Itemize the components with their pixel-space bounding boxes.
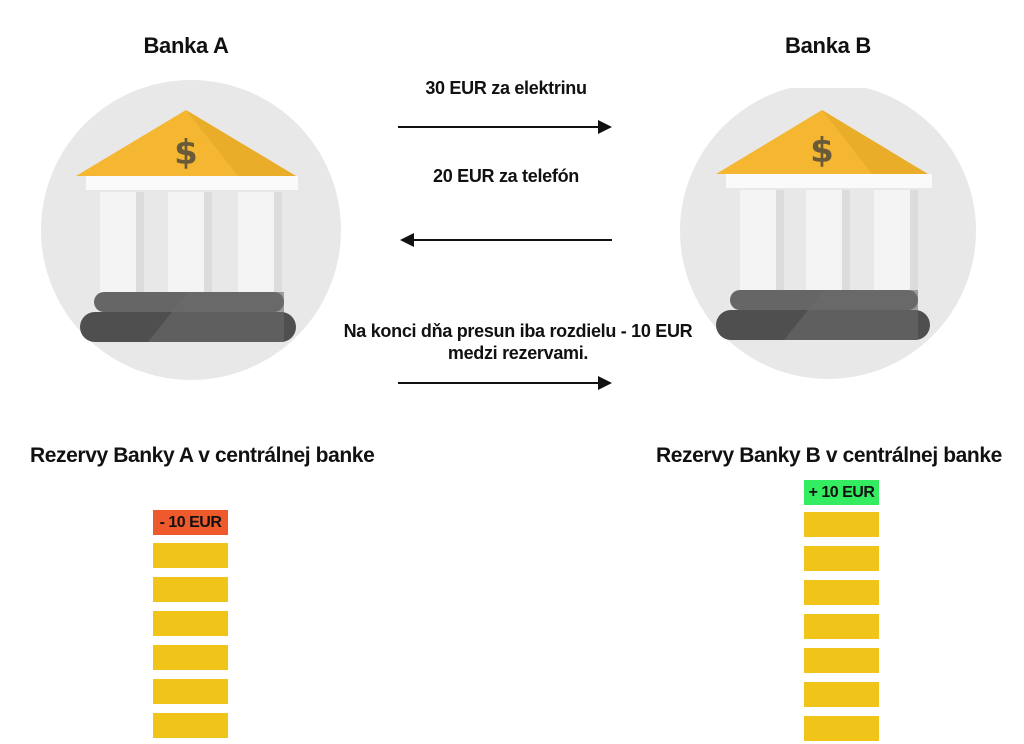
reserves-a-badge: - 10 EUR <box>153 510 228 535</box>
arrow-left-middle <box>400 233 612 247</box>
flow-top-label: 30 EUR za elektrinu <box>425 78 587 98</box>
bank-b-dollar-symbol: $ <box>810 131 834 171</box>
bank-a-dollar-symbol: $ <box>174 133 198 173</box>
settlement-note-line1: Na konci dňa presun iba rozdielu - 10 EU… <box>343 321 693 341</box>
reserve-block <box>153 679 228 704</box>
reserve-block <box>804 614 879 639</box>
reserves-a-stack: - 10 EUR <box>153 510 228 738</box>
bank-a-title: Banka A <box>143 33 229 58</box>
reserve-block <box>153 543 228 568</box>
reserves-b-stack: + 10 EUR <box>804 480 879 741</box>
flow-middle-label: 20 EUR za telefón <box>433 166 579 186</box>
settlement-note: Na konci dňa presun iba rozdielu - 10 EU… <box>318 320 718 364</box>
reserve-block <box>153 611 228 636</box>
settlement-note-line2: medzi rezervami. <box>447 343 589 363</box>
arrow-right-bottom <box>398 376 612 390</box>
reserve-block <box>804 648 879 673</box>
bank-b-title: Banka B <box>785 33 871 58</box>
reserve-block <box>153 713 228 738</box>
reserves-a-title: Rezervy Banky A v centrálnej banke <box>30 444 375 467</box>
bank-b-icon: $ <box>680 88 976 379</box>
reserve-block <box>804 546 879 571</box>
reserve-block <box>804 682 879 707</box>
reserves-b-badge: + 10 EUR <box>804 480 879 505</box>
reserve-block <box>804 716 879 741</box>
reserve-block <box>153 645 228 670</box>
reserve-block <box>804 512 879 537</box>
bank-a-icon: $ <box>41 80 341 380</box>
arrow-right-top <box>398 120 612 134</box>
reserve-block <box>804 580 879 605</box>
reserve-block <box>153 577 228 602</box>
reserves-b-title: Rezervy Banky B v centrálnej banke <box>656 444 1002 467</box>
